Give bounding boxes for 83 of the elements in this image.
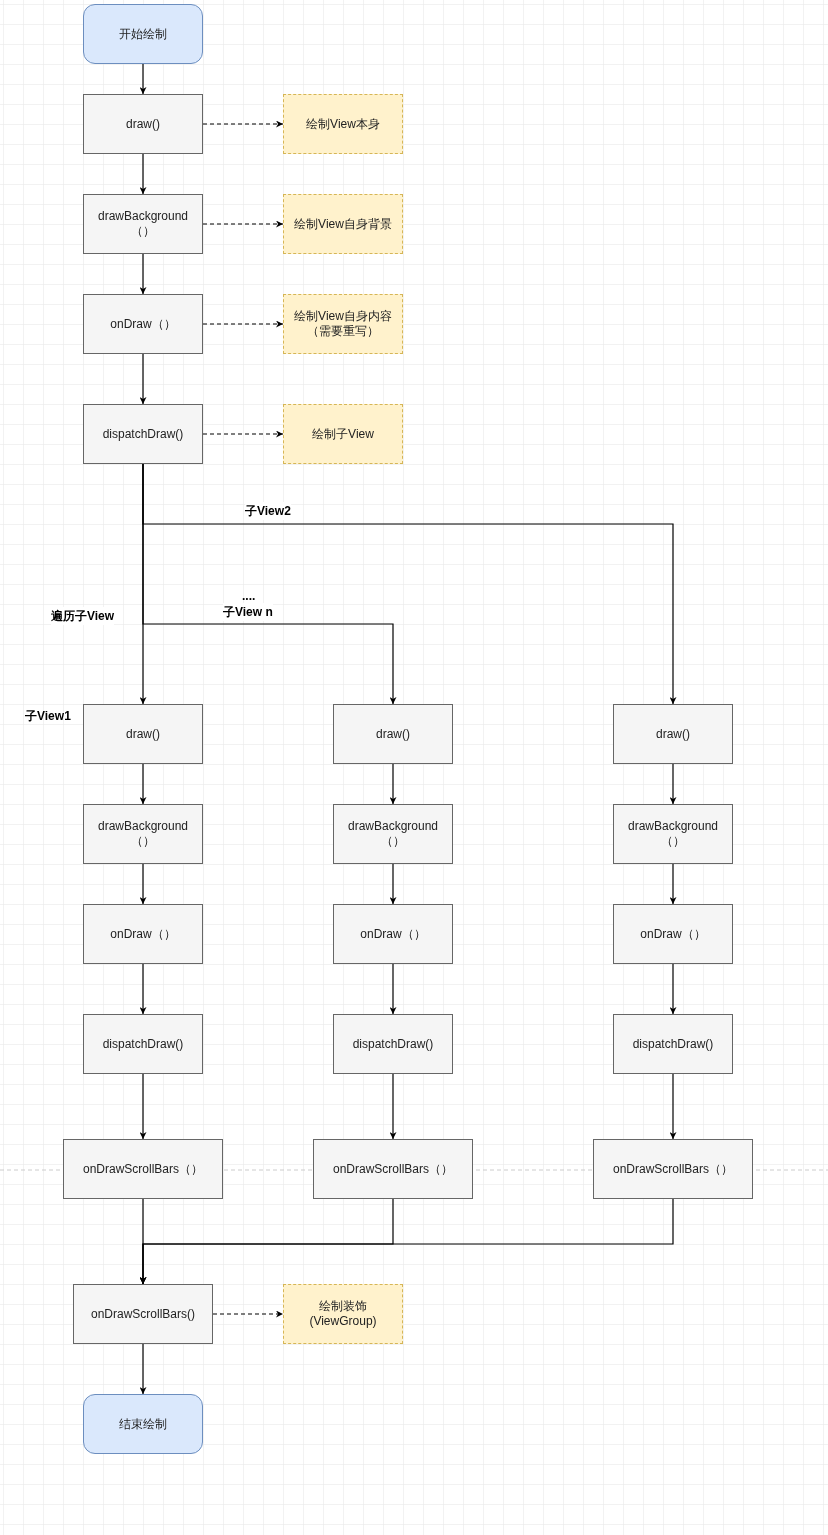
node-text: dispatchDraw() xyxy=(352,1036,434,1052)
process-box xyxy=(613,704,733,764)
arrow xyxy=(669,1073,677,1140)
node-text: draw() xyxy=(656,726,690,742)
node-text: 结束绘制 xyxy=(119,1416,167,1432)
node-text: onDraw（） xyxy=(110,316,176,332)
arrow xyxy=(202,220,284,228)
arrow xyxy=(389,763,397,805)
arrow xyxy=(389,863,397,905)
edge-label: 子View n xyxy=(223,603,273,621)
arrow xyxy=(202,430,284,438)
node-text: draw() xyxy=(376,726,410,742)
node-text: dispatchDraw() xyxy=(102,426,184,442)
arrow xyxy=(202,120,284,128)
ellipsis-label: .... xyxy=(242,590,256,602)
arrow xyxy=(669,963,677,1015)
note-box xyxy=(283,404,403,464)
node-caption: 子View1 xyxy=(25,708,71,725)
arrow xyxy=(139,1343,147,1395)
node-text: onDrawScrollBars() xyxy=(91,1306,195,1322)
process-box xyxy=(613,804,733,864)
node-text: onDraw（） xyxy=(360,926,426,942)
note-box xyxy=(283,194,403,254)
process-box xyxy=(73,1284,213,1344)
note-box xyxy=(283,94,403,154)
process-box xyxy=(313,1139,473,1199)
arrow xyxy=(139,963,147,1015)
arrow xyxy=(139,253,147,295)
node-text: onDrawScrollBars（） xyxy=(83,1161,203,1177)
node-text: drawBackground（） xyxy=(346,819,440,849)
process-box xyxy=(333,904,453,964)
node-text: onDraw（） xyxy=(110,926,176,942)
arrow xyxy=(139,1073,147,1140)
node-text: 绘制View自身背景 xyxy=(294,216,392,232)
terminal-box xyxy=(83,1394,203,1454)
node-text: draw() xyxy=(126,726,160,742)
node-text: dispatchDraw() xyxy=(632,1036,714,1052)
node-text: 绘制子View xyxy=(312,426,374,442)
arrow xyxy=(139,1198,674,1285)
arrow xyxy=(139,353,147,405)
node-text: 绘制View自身内容（需要重写） xyxy=(293,309,393,339)
edge-label: 遍历子View xyxy=(51,607,115,625)
process-box xyxy=(613,1014,733,1074)
process-box xyxy=(83,294,203,354)
process-box xyxy=(613,904,733,964)
process-box xyxy=(333,1014,453,1074)
node-text: drawBackground（） xyxy=(96,819,190,849)
process-box xyxy=(593,1139,753,1199)
arrow xyxy=(202,320,284,328)
process-box xyxy=(83,804,203,864)
terminal-box xyxy=(83,4,203,64)
arrow xyxy=(669,863,677,905)
node-text: 绘制View本身 xyxy=(306,116,380,132)
arrow xyxy=(389,963,397,1015)
node-text: onDrawScrollBars（） xyxy=(613,1161,733,1177)
node-text: drawBackground（） xyxy=(626,819,720,849)
note-box xyxy=(283,294,403,354)
process-box xyxy=(333,804,453,864)
node-text: drawBackground（） xyxy=(96,209,190,239)
node-text: draw() xyxy=(126,116,160,132)
note-box xyxy=(283,1284,403,1344)
process-box xyxy=(83,194,203,254)
arrow xyxy=(669,763,677,805)
node-text: dispatchDraw() xyxy=(102,1036,184,1052)
arrow xyxy=(139,153,147,195)
process-box xyxy=(83,1014,203,1074)
process-box xyxy=(333,704,453,764)
process-box xyxy=(83,704,203,764)
process-box xyxy=(63,1139,223,1199)
edge-label: 子View2 xyxy=(245,502,291,520)
node-text: onDrawScrollBars（） xyxy=(333,1161,453,1177)
arrow xyxy=(212,1310,284,1318)
arrow xyxy=(142,463,677,705)
node-text: 绘制装饰(ViewGroup) xyxy=(308,1299,378,1329)
arrow xyxy=(139,63,147,95)
process-box xyxy=(83,404,203,464)
arrow xyxy=(139,763,147,805)
arrow xyxy=(139,863,147,905)
node-text: 开始绘制 xyxy=(119,26,167,42)
node-text: onDraw（） xyxy=(640,926,706,942)
process-box xyxy=(83,904,203,964)
process-box xyxy=(83,94,203,154)
arrow xyxy=(389,1073,397,1140)
